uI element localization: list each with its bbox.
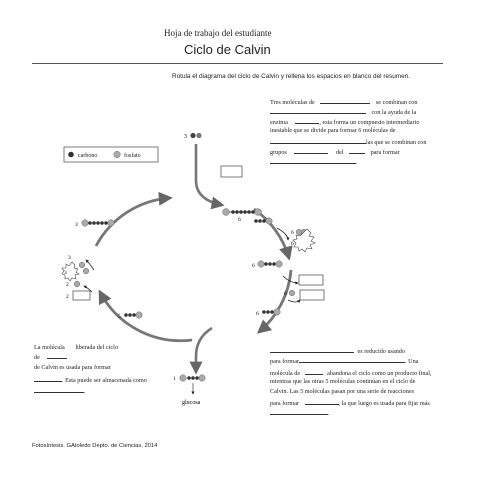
answer-box (299, 289, 325, 301)
summary-text: Calvin. Las 5 moléculas pasan por una se… (270, 388, 414, 395)
summary-bottom-left: La molécula liberada del ciclo de de Cal… (34, 344, 164, 397)
summary-text: . (328, 410, 330, 417)
summary-right-text: inestable que se divide para formar 6 mo… (270, 127, 396, 134)
side-arrow (83, 285, 93, 293)
blank-field[interactable] (299, 356, 406, 363)
blank-field[interactable] (34, 386, 84, 393)
summary-text: abandona el ciclo como un producto final… (327, 370, 432, 377)
glucose-label: glucosa (182, 400, 201, 406)
legend-box (63, 146, 159, 163)
blank-field[interactable] (270, 157, 356, 164)
summary-right-text: enzima (270, 119, 288, 126)
six-label: 6 (284, 291, 287, 297)
cycle-arrow (256, 269, 293, 334)
six-label: 6 (291, 230, 294, 236)
summary-text: para formar (270, 400, 300, 407)
cycle-arrow (253, 207, 293, 261)
summary-text: mientras que las otras 5 moléculas conti… (270, 378, 416, 385)
phosphate-legend-icon (113, 151, 121, 158)
summary-right-text: para formar (370, 149, 400, 156)
co2-input-arrow (194, 144, 225, 210)
answer-box (72, 290, 91, 301)
summary-text: molécula de (270, 370, 301, 377)
summary-text: es reducido usando (357, 348, 405, 355)
summary-text: . Una (405, 358, 419, 365)
answer-box (298, 274, 324, 286)
rubp-molecule-icon (81, 219, 115, 227)
blank-field[interactable] (270, 137, 366, 144)
summary-text: de Calvin es usada para formar (34, 364, 111, 371)
summary-right-text: grupos (270, 149, 287, 156)
rubp-count-label: 3 (75, 222, 78, 228)
summary-text: liberada del ciclo (75, 344, 118, 351)
phosphate-icon (78, 261, 90, 275)
summary-text: de (34, 354, 40, 361)
side-arrow (287, 299, 301, 303)
summary-text: , la que luego es usada para fijar más (338, 400, 430, 407)
six-label: 6 (256, 311, 259, 317)
side-arrow (282, 275, 299, 285)
legend-carbon-label: carbono (78, 153, 97, 159)
legend-phosphate-label: fosfato (124, 152, 141, 159)
six-carbon-chain-icon (222, 208, 262, 216)
carbon-legend-icon (68, 151, 74, 158)
summary-right-text: , esta forma un compuesto intermediario (319, 119, 420, 126)
summary-bottom-right: es reducido usando para formar . Una molé… (270, 346, 450, 418)
footer-credit: Fotosíntesis. GAtoledo Depto. de Ciencia… (32, 443, 158, 449)
blank-field[interactable] (295, 117, 320, 124)
blank-field[interactable] (270, 346, 354, 353)
one-count-label: 1 (173, 376, 176, 382)
three-carbon-molecule-icon (262, 308, 281, 316)
summary-text: La molécula (34, 344, 65, 351)
six-label: 6 (291, 241, 294, 247)
summary-right-text: . (356, 159, 358, 166)
summary-right-text: las que se combinan con (366, 139, 427, 146)
blank-field[interactable] (270, 107, 366, 114)
blank-field[interactable] (320, 97, 371, 104)
blank-field[interactable] (294, 147, 329, 154)
blank-field[interactable] (270, 408, 328, 415)
summary-right: Tres moléculas de se combinan con con la… (270, 97, 445, 167)
three-carbon-molecule-icon (254, 217, 273, 225)
three-label: 3 (64, 270, 67, 276)
six-label: 6 (252, 263, 255, 269)
co2-molecule-icon (190, 132, 202, 139)
summary-text: . Esta puede ser almacenada como (62, 377, 147, 384)
summary-right-text: Tres moléculas de (270, 99, 315, 106)
phosphate-icon (73, 280, 81, 288)
side-arrow (85, 259, 95, 271)
page-title: Ciclo de Calvin (184, 42, 271, 57)
blank-field[interactable] (34, 375, 62, 382)
atp-burst-icon (61, 261, 80, 282)
five-count-label: 5 (118, 314, 121, 320)
two-count-label: 2 (66, 282, 69, 288)
summary-right-text: del (335, 149, 344, 156)
blank-field[interactable] (304, 398, 339, 405)
cycle-arrow (94, 191, 173, 247)
side-arrow (276, 227, 290, 241)
glucose-output-arrow (189, 326, 213, 375)
instruction-text: Rotula el diagrama del ciclo de Calvin y… (172, 73, 411, 80)
input-count-label: 3 (184, 134, 187, 140)
summary-right-text: se combinan con (375, 99, 418, 106)
atp-burst-icon (292, 228, 316, 253)
worksheet-label: Hoja de trabajo del estudiante (164, 28, 272, 38)
summary-right-text: con la ayuda de la (371, 109, 417, 116)
g3p-molecule-icon (179, 374, 206, 382)
blank-field[interactable] (304, 368, 323, 375)
blank-field[interactable] (47, 352, 68, 359)
two-count-label: 2 (66, 294, 69, 300)
blank-field[interactable] (349, 147, 366, 154)
header-divider (32, 63, 443, 64)
three-carbon-molecule-icon (257, 260, 283, 268)
three-label: 3 (68, 255, 71, 261)
phosphate-icon (288, 289, 296, 297)
cycle-arrow (98, 289, 193, 343)
summary-text: . (84, 388, 86, 395)
six-label: 6 (238, 217, 241, 223)
three-carbon-molecule-icon (124, 311, 143, 319)
summary-text: para formar (270, 358, 300, 365)
enzyme-answer-box (220, 165, 243, 178)
